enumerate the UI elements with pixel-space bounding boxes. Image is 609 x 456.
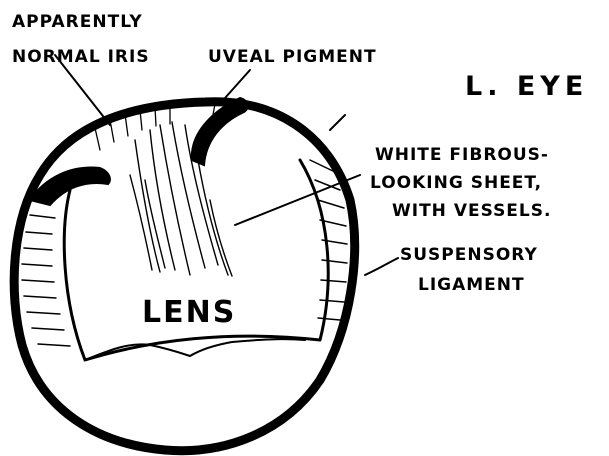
label-white-fibrous: WHITE FIBROUS- <box>375 145 549 165</box>
label-with-vessels: WITH VESSELS. <box>392 201 551 221</box>
label-uveal-pigment: UVEAL PIGMENT <box>208 47 377 67</box>
fibrous-sheet <box>130 122 232 276</box>
label-looking-sheet: LOOKING SHEET, <box>370 173 542 193</box>
label-apparently: APPARENTLY <box>12 12 143 32</box>
uveal-pigment-right <box>192 98 248 165</box>
iris-inner-boundary <box>64 160 328 360</box>
label-normal-iris: NORMAL IRIS <box>12 47 150 67</box>
label-suspensory: SUSPENSORY <box>400 245 538 265</box>
label-ligament: LIGAMENT <box>418 275 525 295</box>
iris-hatching-left <box>22 215 70 346</box>
leader-lines <box>55 55 398 275</box>
label-lens: LENS <box>142 295 236 330</box>
title-l-eye: L. EYE <box>465 71 588 102</box>
